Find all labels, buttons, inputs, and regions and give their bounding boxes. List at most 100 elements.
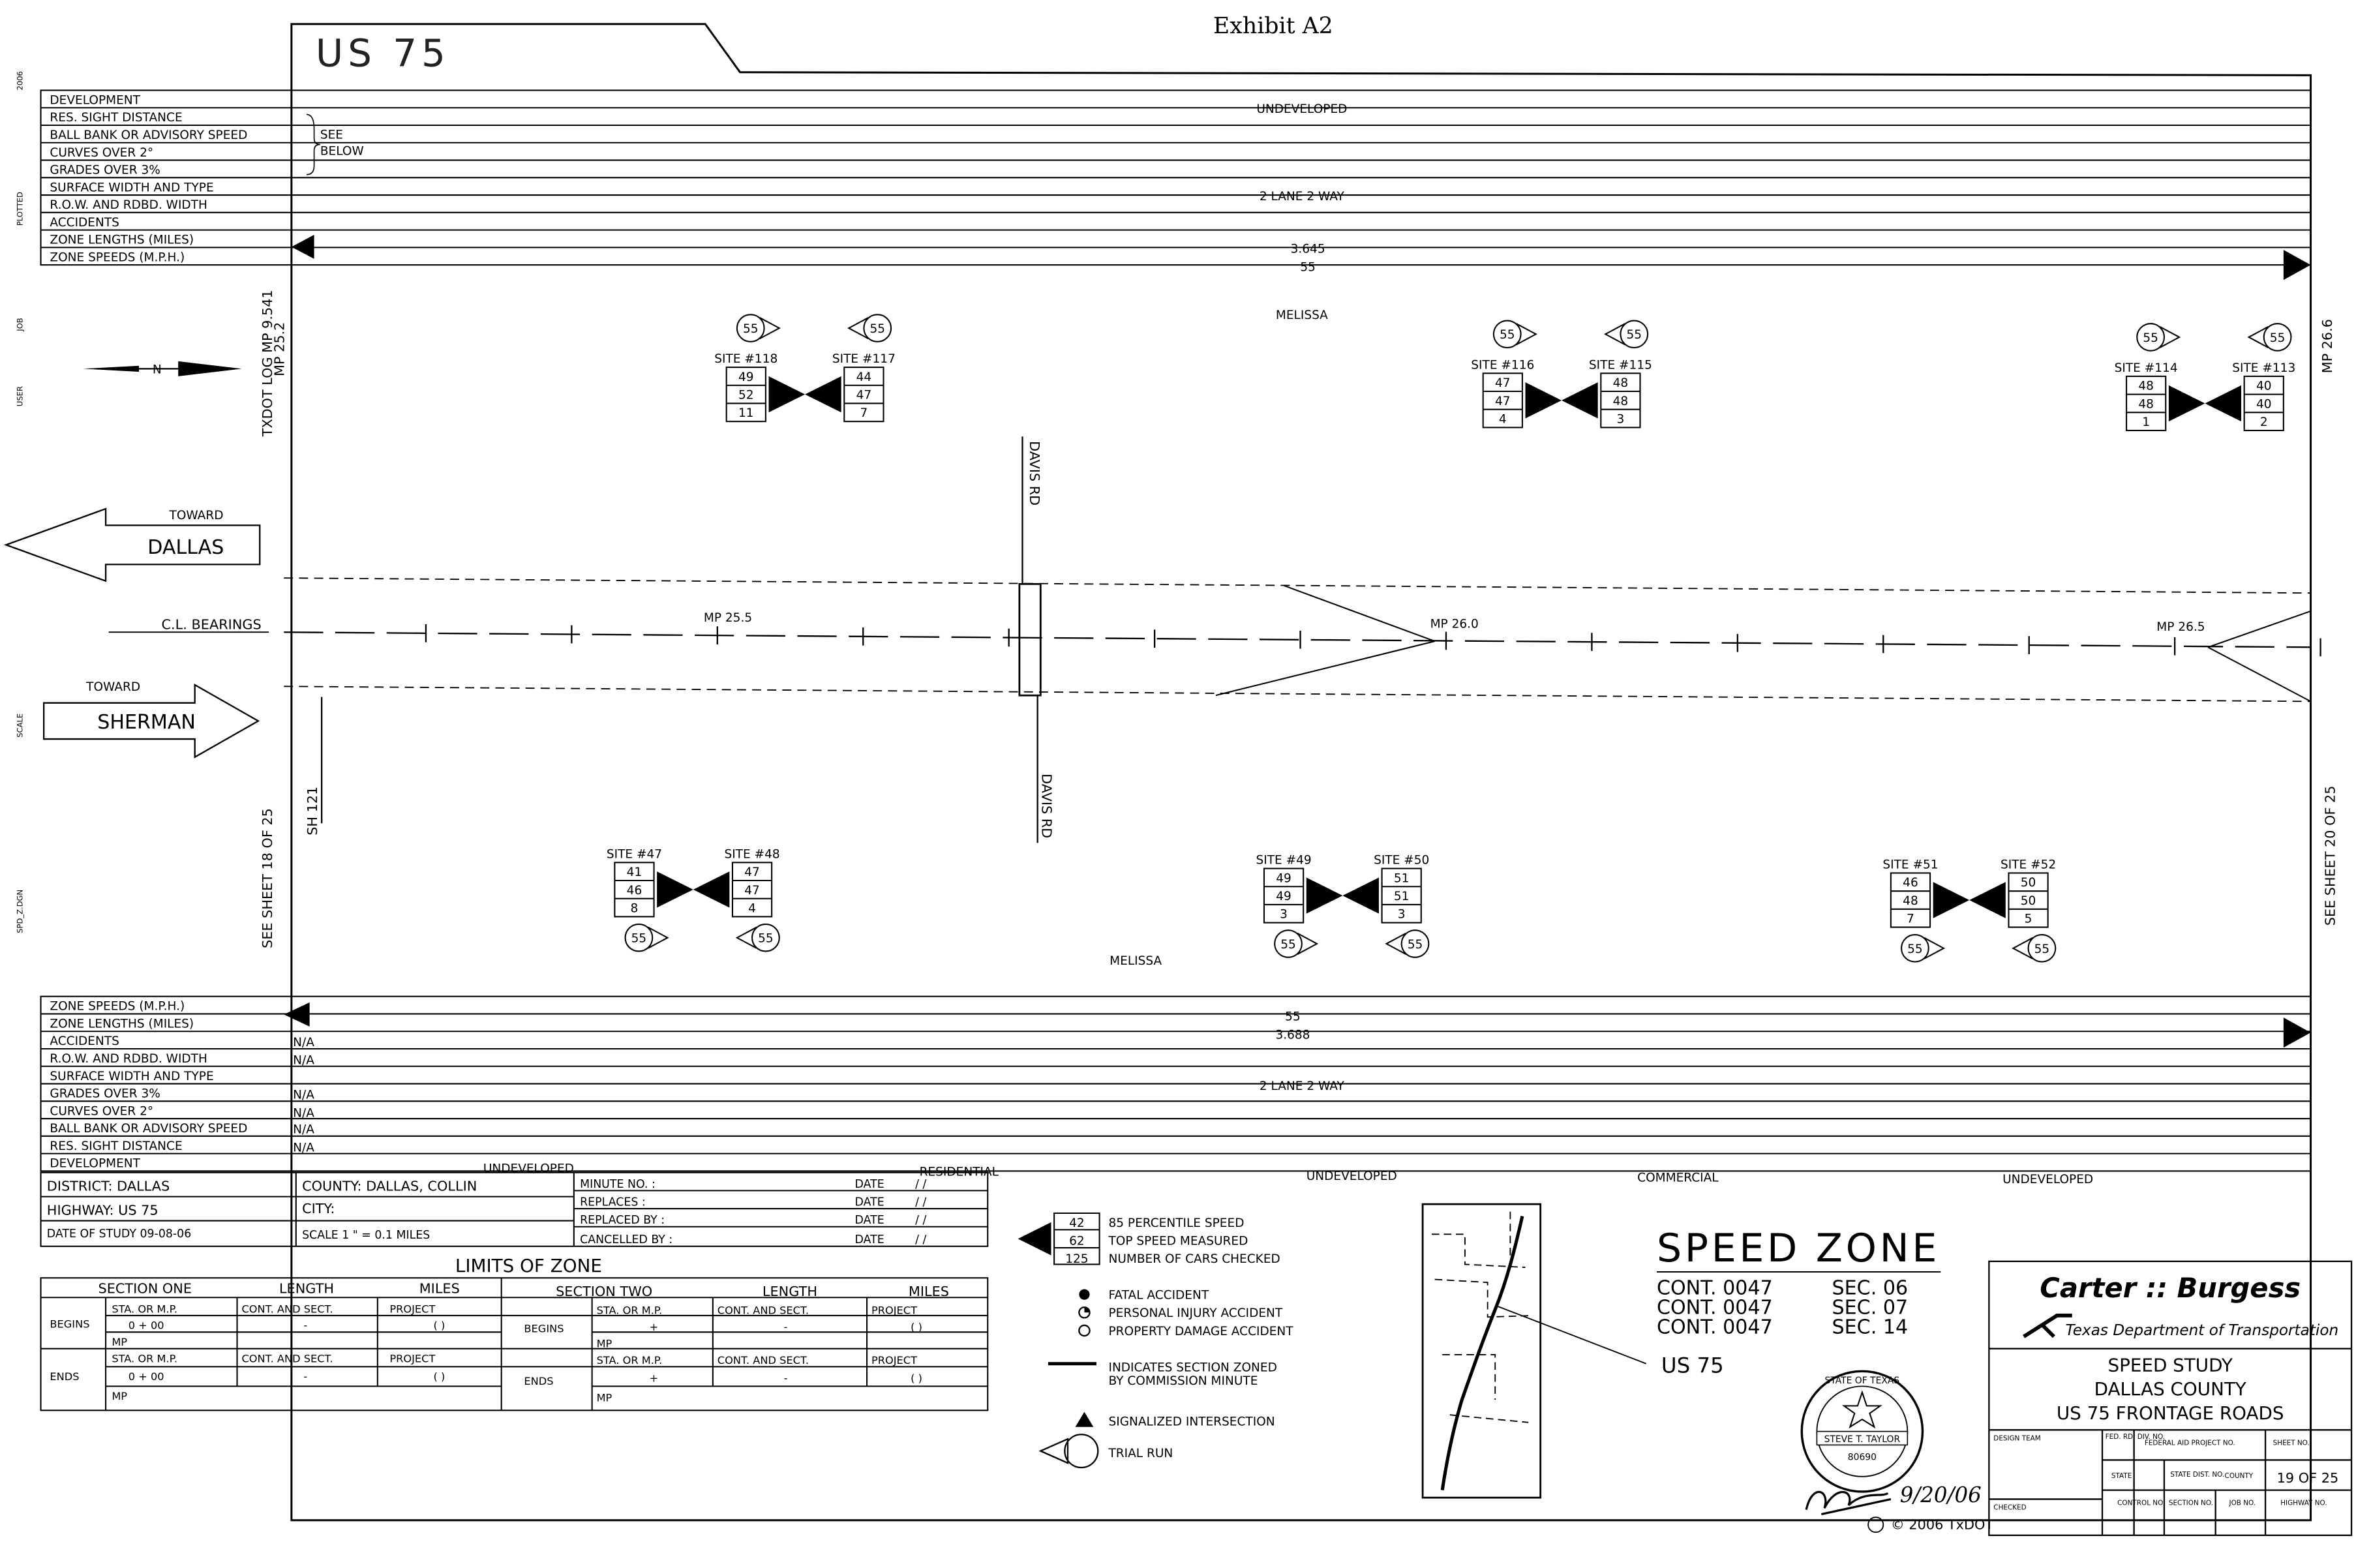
site-value: 4 <box>1499 412 1507 426</box>
upper-row-label: RES. SIGHT DISTANCE <box>50 111 182 125</box>
speed-limit-badge-northbound: 55 <box>624 923 669 952</box>
frontage-road-edge-top <box>284 577 2311 594</box>
svg-text:TRIAL RUN: TRIAL RUN <box>1108 1447 1173 1460</box>
svg-text:PROJECT: PROJECT <box>871 1354 917 1366</box>
speed-limit-badge-northbound: 55 <box>1901 934 1946 963</box>
svg-text:/ /: / / <box>915 1233 926 1246</box>
sample-site-triangle-icon <box>1018 1222 1051 1256</box>
site-value: 48 <box>1903 894 1918 908</box>
svg-text:REPLACES :: REPLACES : <box>580 1196 646 1209</box>
svg-text:JOB NO.: JOB NO. <box>2229 1500 2256 1507</box>
site-value: 7 <box>1907 912 1914 926</box>
sh121-road: SH 121 <box>305 697 323 836</box>
svg-text:N/A: N/A <box>293 1054 314 1068</box>
plan-area: TXDOT LOG MP 9.541 MP 25.2 MP 26.6 SEE S… <box>3 290 2338 968</box>
svg-text:/ /: / / <box>915 1178 926 1191</box>
svg-text:CANCELLED BY :: CANCELLED BY : <box>580 1233 672 1246</box>
sheet-number: 19 OF 25 <box>2277 1470 2339 1486</box>
date-of-study: DATE OF STUDY 09-08-06 <box>47 1228 191 1241</box>
svg-text:55: 55 <box>1907 942 1923 956</box>
svg-text:3.688: 3.688 <box>1275 1028 1310 1042</box>
svg-text:TOWARD: TOWARD <box>85 680 140 694</box>
firm-logo: Carter :: Burgess <box>2040 1272 2301 1304</box>
title-line-1: SPEED STUDY <box>2108 1354 2233 1376</box>
svg-text:MP: MP <box>112 1390 127 1402</box>
title-line-3: US 75 FRONTAGE ROADS <box>2057 1402 2284 1424</box>
svg-text:PROPERTY DAMAGE ACCIDENT: PROPERTY DAMAGE ACCIDENT <box>1108 1325 1293 1338</box>
svg-text:STATE DIST. NO.: STATE DIST. NO. <box>2170 1471 2224 1479</box>
speed-zone-block: SPEED ZONE CONT. 0047 SEC. 06 CONT. 0047… <box>1657 1226 1941 1339</box>
site-value: 2 <box>2260 415 2268 429</box>
upper-row-label: SURFACE WIDTH AND TYPE <box>50 181 213 194</box>
svg-text:DALLAS: DALLAS <box>147 536 224 559</box>
roadway-centerline <box>284 631 2311 648</box>
svg-text:STA. OR M.P.: STA. OR M.P. <box>112 1303 177 1315</box>
upper-row-label: DEVELOPMENT <box>50 93 140 107</box>
speed-limit-badge-southbound: 55 <box>735 923 780 952</box>
svg-text:DATE: DATE <box>855 1214 884 1227</box>
site-value: 50 <box>2021 894 2036 908</box>
site-label: SITE #113 <box>2232 361 2295 375</box>
site-value: 51 <box>1394 871 1410 885</box>
signature-date: 9/20/06 <box>1900 1483 1982 1507</box>
svg-text:0 + 00: 0 + 00 <box>128 1370 164 1383</box>
svg-text:SEE: SEE <box>320 128 343 142</box>
svg-text:CONT. AND SECT.: CONT. AND SECT. <box>241 1352 333 1364</box>
site-label: SITE #117 <box>832 352 896 366</box>
speed-limit-badge-southbound: 55 <box>847 314 892 342</box>
svg-text:COUNTY: COUNTY <box>2225 1472 2254 1480</box>
sheet-border <box>290 23 2312 1522</box>
site-label: SITE #49 <box>1256 854 1311 867</box>
district-value: DISTRICT: DALLAS <box>47 1178 170 1194</box>
svg-text:( ): ( ) <box>434 1370 446 1383</box>
svg-text:125: 125 <box>1065 1252 1088 1266</box>
svg-text:SHEET NO.: SHEET NO. <box>2273 1439 2310 1447</box>
svg-text:55: 55 <box>743 322 759 336</box>
highway-value: HIGHWAY: US 75 <box>47 1202 159 1218</box>
speed-limit-badge-southbound: 55 <box>1604 320 1649 349</box>
site-value: 49 <box>1276 871 1291 885</box>
limits-of-zone-table: LIMITS OF ZONE SECTION ONE LENGTH MILES … <box>40 1255 989 1411</box>
mp-right-top-label: MP 26.6 <box>2319 319 2335 373</box>
svg-text:SECTION ONE: SECTION ONE <box>98 1280 192 1296</box>
site-value: 46 <box>1903 876 1918 890</box>
txdot-logo-icon <box>2023 1314 2072 1338</box>
davis-road: DAVIS RD DAVIS RD <box>1018 436 1055 843</box>
zone-end-arrow-lower <box>2283 1018 2311 1048</box>
txdot-copyright: © 2006 TxDOT <box>1891 1517 1994 1533</box>
svg-text:LENGTH: LENGTH <box>763 1284 817 1299</box>
svg-text:55: 55 <box>2270 331 2286 345</box>
svg-text:55: 55 <box>1500 328 1515 342</box>
ramps <box>1215 584 2312 702</box>
site-value: 3 <box>1398 908 1406 922</box>
property-accident-icon <box>1078 1324 1091 1337</box>
site-value: 51 <box>1394 890 1410 903</box>
svg-text:MINUTE NO. :: MINUTE NO. : <box>580 1178 656 1191</box>
mp-marker-25-5: MP 25.5 <box>704 611 752 625</box>
svg-text:CONT. 0047: CONT. 0047 <box>1657 1277 1773 1300</box>
svg-text:PROJECT: PROJECT <box>871 1304 917 1317</box>
site-value: 47 <box>744 866 760 879</box>
svg-text:CONT. 0047: CONT. 0047 <box>1657 1316 1773 1339</box>
site-value: 44 <box>856 370 872 384</box>
lower-row-label: GRADES OVER 3% <box>50 1087 160 1101</box>
svg-text:JOB: JOB <box>16 318 25 331</box>
svg-text:DATE: DATE <box>855 1233 884 1246</box>
signature-scribble <box>1805 1490 1892 1516</box>
svg-text:55: 55 <box>2143 331 2158 345</box>
speed-zone-title: SPEED ZONE <box>1657 1226 1940 1271</box>
svg-text:CONT. AND SECT.: CONT. AND SECT. <box>717 1304 809 1317</box>
davis-rd-label-top: DAVIS RD <box>1027 441 1042 505</box>
svg-text:STEVE T. TAYLOR: STEVE T. TAYLOR <box>1824 1434 1901 1445</box>
svg-text:2 LANE 2 WAY: 2 LANE 2 WAY <box>1260 1079 1345 1093</box>
mp-marker-26-5: MP 26.5 <box>2156 620 2205 634</box>
